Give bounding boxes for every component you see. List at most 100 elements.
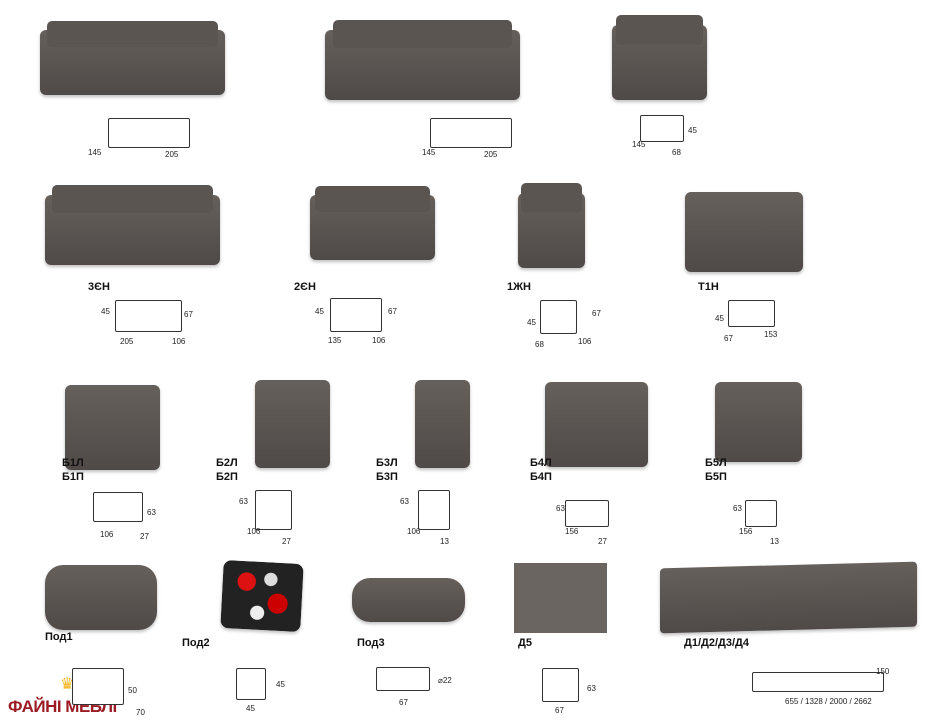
module-3en-dimension-diagram (115, 300, 182, 332)
module-2en-dimension: 135 (328, 336, 342, 345)
pillow-pod1-dimension: 50 (128, 686, 137, 695)
armrest-b5-dimension: 156 (739, 527, 753, 536)
armrest-b3-dimension: 106 (407, 527, 421, 536)
fabric-d5-label: Д5 (518, 637, 532, 649)
pillow-pod2-dimension: 45 (276, 680, 285, 689)
fabric-d5-dimension: 67 (555, 706, 564, 715)
module-1zhn-image[interactable] (518, 182, 585, 268)
pillow-pod3-image[interactable] (352, 578, 465, 622)
corner-sofa-1-dimension-diagram (108, 118, 190, 148)
pillow-pod2-dimension-diagram (236, 668, 266, 700)
armchair-image[interactable] (612, 14, 707, 100)
armrest-b5-dimension-diagram (745, 500, 777, 527)
mattress-d1-d4-image[interactable] (660, 561, 917, 634)
armrest-b2-image[interactable] (255, 380, 330, 468)
armrest-b2-dimension-diagram (255, 490, 292, 530)
corner-sofa-2-dimension-diagram (430, 118, 512, 148)
armchair-dimension: 45 (688, 126, 697, 135)
corner-sofa-2-dimension: 145 (422, 148, 436, 157)
pillow-pod3-dimension: 67 (399, 698, 408, 707)
module-3en-image[interactable] (45, 185, 220, 265)
armrest-b4-dimension: 27 (598, 537, 607, 546)
module-1zhn-dimension-diagram (540, 300, 577, 334)
armrest-b2-label: Б2Л (216, 457, 238, 469)
module-t1n-dimension: 45 (715, 314, 724, 323)
armrest-b3-label: Б3Л (376, 457, 398, 469)
pillow-pod3-dimension-diagram (376, 667, 430, 691)
pillow-pod2-dimension: 45 (246, 704, 255, 713)
module-2en-label: 2ЄН (294, 281, 316, 293)
pillow-pod3-dimension: ⌀22 (438, 676, 452, 685)
pillow-pod1-image[interactable] (45, 565, 157, 630)
armrest-b3-dimension-diagram (418, 490, 450, 530)
module-3en-dimension: 67 (184, 310, 193, 319)
armrest-b5-image[interactable] (715, 382, 802, 462)
armchair-dimension: 68 (672, 148, 681, 157)
fabric-d5-image[interactable] (514, 563, 607, 633)
module-t1n-label: Т1Н (698, 281, 719, 293)
pillow-pod1-dimension: 70 (136, 708, 145, 717)
mattress-d1-d4-dimension: 150 (876, 667, 890, 676)
module-t1n-dimension: 67 (724, 334, 733, 343)
module-1zhn-dimension: 67 (592, 309, 601, 318)
module-t1n-dimension: 153 (764, 330, 778, 339)
module-3en-label: 3ЄН (88, 281, 110, 293)
mattress-d1-d4-dimension: 655 / 1328 / 2000 / 2662 (785, 697, 872, 706)
pillow-pod1-label: Под1 (45, 631, 73, 643)
armrest-b4-image[interactable] (545, 382, 648, 467)
mattress-d1-d4-dimension-diagram (752, 672, 884, 692)
module-2en-dimension: 67 (388, 307, 397, 316)
armrest-b4-label: Б4П (530, 471, 552, 483)
armrest-b3-dimension: 63 (400, 497, 409, 506)
module-1zhn-dimension: 106 (578, 337, 592, 346)
armrest-b2-label: Б2П (216, 471, 238, 483)
module-1zhn-dimension: 45 (527, 318, 536, 327)
corner-sofa-1-dimension: 145 (88, 148, 102, 157)
corner-sofa-2-dimension: 205 (484, 150, 498, 159)
pillow-pod2-label: Под2 (182, 637, 210, 649)
module-t1n-image[interactable] (685, 192, 803, 272)
armrest-b1-label: Б1П (62, 471, 84, 483)
corner-sofa-1-image[interactable] (40, 20, 225, 95)
armrest-b1-image[interactable] (65, 385, 160, 470)
armrest-b1-label: Б1Л (62, 457, 84, 469)
module-t1n-dimension-diagram (728, 300, 775, 327)
module-2en-dimension: 45 (315, 307, 324, 316)
pillow-pod1-dimension-diagram (72, 668, 124, 705)
armrest-b5-dimension: 63 (733, 504, 742, 513)
armrest-b1-dimension: 63 (147, 508, 156, 517)
armrest-b1-dimension-diagram (93, 492, 143, 522)
armrest-b2-dimension: 63 (239, 497, 248, 506)
module-2en-image[interactable] (310, 185, 435, 260)
corner-sofa-2-image[interactable] (325, 20, 520, 100)
module-2en-dimension: 106 (372, 336, 386, 345)
armrest-b4-dimension: 156 (565, 527, 579, 536)
mattress-d1-d4-label: Д1/Д2/Д3/Д4 (684, 637, 749, 649)
pillow-pod3-label: Под3 (357, 637, 385, 649)
armrest-b1-dimension: 106 (100, 530, 114, 539)
armrest-b2-dimension: 27 (282, 537, 291, 546)
module-2en-dimension-diagram (330, 298, 382, 332)
crown-icon: ♛ (60, 676, 75, 693)
module-3en-dimension: 45 (101, 307, 110, 316)
corner-sofa-1-dimension: 205 (165, 150, 179, 159)
module-1zhn-label: 1ЖН (507, 281, 532, 293)
armrest-b2-dimension: 106 (247, 527, 261, 536)
module-3en-dimension: 106 (172, 337, 186, 346)
armrest-b5-label: Б5Л (705, 457, 727, 469)
armrest-b3-label: Б3П (376, 471, 398, 483)
module-1zhn-dimension: 68 (535, 340, 544, 349)
armrest-b4-label: Б4Л (530, 457, 552, 469)
armrest-b3-image[interactable] (415, 380, 470, 468)
module-3en-dimension: 205 (120, 337, 134, 346)
armrest-b5-label: Б5П (705, 471, 727, 483)
armrest-b5-dimension: 13 (770, 537, 779, 546)
fabric-d5-dimension: 63 (587, 684, 596, 693)
armrest-b1-dimension: 27 (140, 532, 149, 541)
armchair-dimension-diagram (640, 115, 684, 142)
armrest-b4-dimension: 63 (556, 504, 565, 513)
pillow-pod2-image[interactable] (220, 559, 304, 633)
armrest-b4-dimension-diagram (565, 500, 609, 527)
armchair-dimension: 145 (632, 140, 646, 149)
armrest-b3-dimension: 13 (440, 537, 449, 546)
